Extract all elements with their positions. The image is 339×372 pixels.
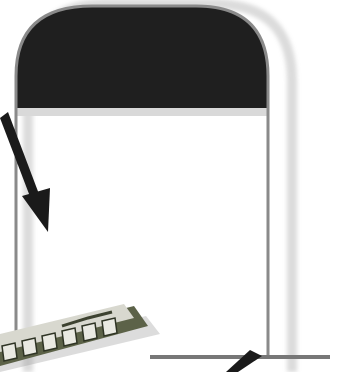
ribbon-tooth <box>2 343 17 361</box>
ribbon-tooth <box>22 338 37 356</box>
arrow-down-left-icon <box>226 350 262 372</box>
ribbon-tooth <box>82 323 97 341</box>
ribbon-tooth <box>62 328 77 346</box>
arrow-shaft <box>226 350 262 372</box>
ribbon-tooth <box>42 333 57 351</box>
cap-fill <box>16 6 268 108</box>
cap-separator <box>16 108 268 116</box>
ribbon-tooth <box>102 318 117 336</box>
